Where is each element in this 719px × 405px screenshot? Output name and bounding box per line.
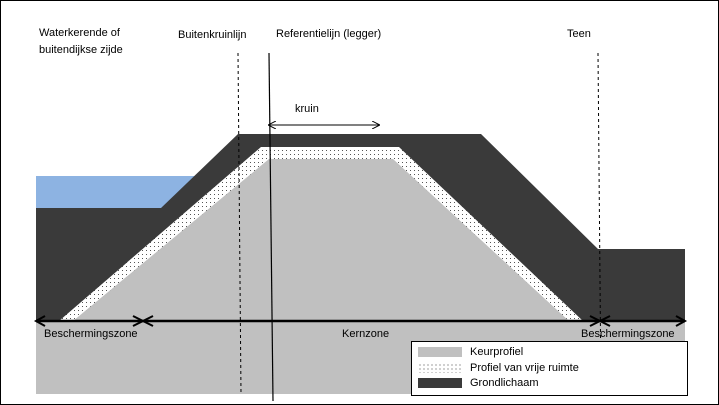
label-referentielijn: Referentielijn (legger) (276, 28, 382, 40)
zone-arrow-mid-right (589, 315, 611, 327)
label-waterkerende-1: Waterkerende of (39, 27, 120, 39)
legend-item-grondlichaam: Grondlichaam (418, 377, 538, 389)
legend-label: Grondlichaam (470, 377, 539, 389)
zone-arrow-left-end (33, 315, 46, 327)
label-kruin: kruin (295, 103, 319, 115)
label-beschermingszone-left: Beschermingszone (44, 328, 138, 340)
legend-item-vrije-ruimte: Profiel van vrije ruimte (418, 362, 579, 374)
grondlichaam-swatch (418, 378, 462, 388)
legend-label: Profiel van vrije ruimte (470, 362, 579, 374)
label-beschermingszone-right: Beschermingszone (581, 328, 675, 340)
zone-arrow-right-end (675, 315, 688, 327)
legend-label: Keurprofiel (470, 346, 524, 358)
label-kernzone: Kernzone (342, 328, 390, 340)
teen-line (597, 52, 602, 395)
vrije-ruimte-swatch (418, 363, 462, 373)
keurprofiel-profile (73, 159, 569, 321)
legend-item-keurprofiel: Keurprofiel (418, 346, 523, 358)
zone-arrow-mid-left (132, 315, 154, 327)
label-buitenkruinlijn: Buitenkruinlijn (178, 29, 247, 41)
label-teen: Teen (567, 28, 591, 40)
referentielijn-line (268, 52, 274, 402)
legend: Keurprofiel Profiel van vrije ruimte Gro… (411, 341, 688, 396)
keurprofiel-swatch (418, 347, 462, 357)
label-waterkerende-2: buitendijkse zijde (39, 44, 123, 56)
buitenkruinlijn-line (237, 52, 242, 395)
